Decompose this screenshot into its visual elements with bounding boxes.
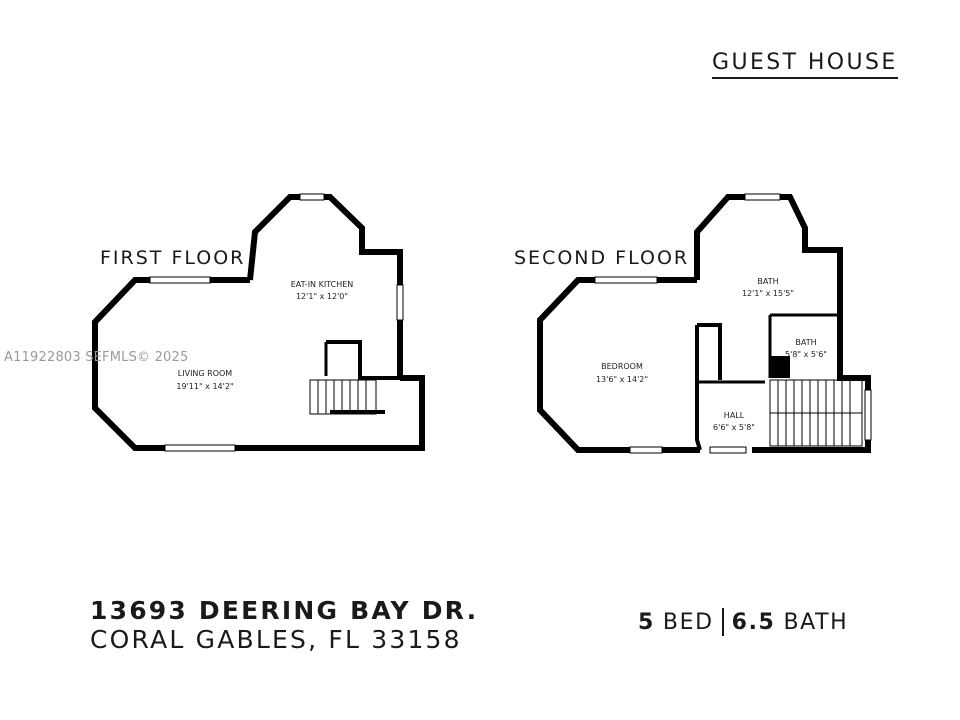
first-floor-windows	[149, 193, 404, 452]
address-city: CORAL GABLES, FL 33158	[90, 625, 462, 654]
room-size-bath-small: 5'8" x 5'6"	[785, 350, 827, 359]
bed-bath-summary: 5 BED 6.5 BATH	[638, 608, 848, 636]
first-floor-title: FIRST FLOOR	[100, 247, 246, 269]
address-street: 13693 DEERING BAY DR.	[90, 596, 479, 625]
second-floor-title: SECOND FLOOR	[514, 247, 690, 269]
room-name-bath-large: BATH	[757, 277, 778, 286]
baths-label: BATH	[783, 609, 849, 635]
room-name-living: LIVING ROOM	[178, 369, 233, 378]
second-floor-stairs	[769, 379, 863, 447]
room-size-bedroom: 13'6" x 14'2"	[596, 375, 648, 384]
first-floor-stairs	[309, 379, 377, 415]
beds-number: 5	[638, 609, 655, 635]
room-size-hall: 6'6" x 5'8"	[713, 423, 755, 432]
room-size-kitchen: 12'1" x 12'0"	[296, 292, 348, 301]
room-name-hall: HALL	[724, 411, 745, 420]
room-name-bedroom: BEDROOM	[601, 362, 643, 371]
beds-label: BED	[662, 609, 714, 635]
first-floor-plan	[92, 194, 425, 451]
second-floor-plan	[537, 194, 871, 453]
room-name-bath-small: BATH	[795, 338, 816, 347]
bed-bath-divider	[721, 608, 724, 636]
room-size-living: 19'11" x 14'2"	[176, 382, 233, 391]
mls-watermark: A11922803 SEFMLS© 2025	[4, 350, 189, 365]
second-floor-windows	[594, 193, 872, 454]
bath-fixture-block	[770, 356, 790, 378]
page-title: GUEST HOUSE	[712, 50, 898, 79]
room-size-bath-large: 12'1" x 15'5"	[742, 289, 794, 298]
room-name-kitchen: EAT-IN KITCHEN	[291, 280, 354, 289]
baths-number: 6.5	[731, 609, 776, 635]
